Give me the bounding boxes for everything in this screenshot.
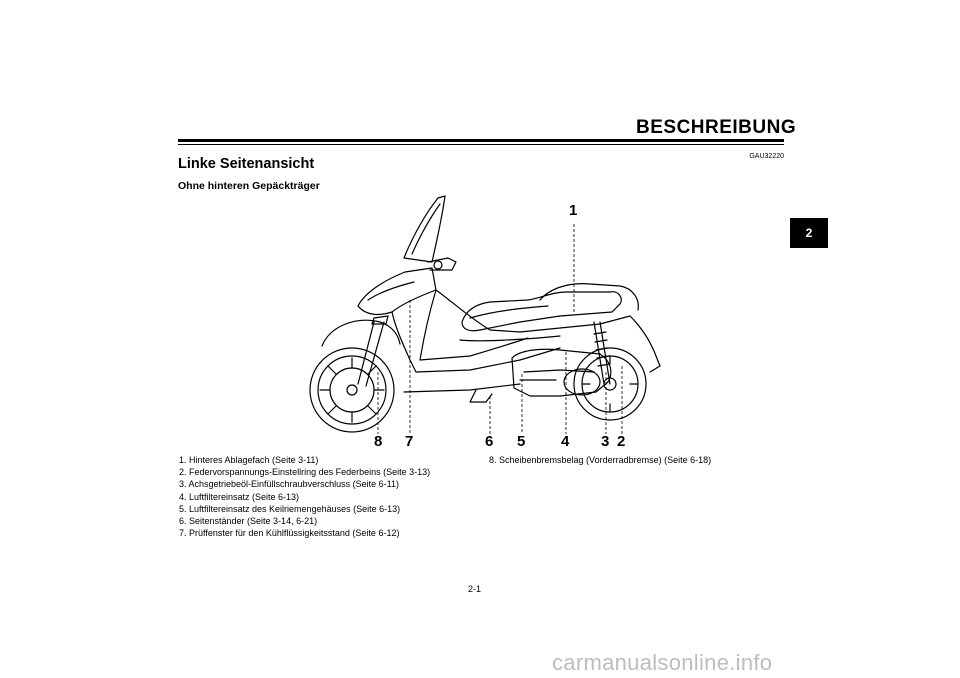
callout-1: 1 xyxy=(569,202,578,219)
header-rule-thin xyxy=(178,144,784,145)
legend-item: 8. Scheibenbremsbelag (Vorderradbremse) … xyxy=(489,455,712,465)
footer-watermark-url: carmanualsonline.info xyxy=(552,650,773,675)
section-title: Linke Seitenansicht xyxy=(178,156,315,172)
callout-3: 3 xyxy=(601,433,610,450)
page-header-title: BESCHREIBUNG xyxy=(636,117,797,138)
document-code: GAU32220 xyxy=(749,153,784,160)
callout-7: 7 xyxy=(405,433,414,450)
legend-item: 4. Luftfiltereinsatz (Seite 6-13) xyxy=(179,491,300,502)
legend-item: 2. Federvorspannungs-Einstellring des Fe… xyxy=(179,467,431,478)
legend-item: 7. Prüffenster für den Kühlflüssigkeitss… xyxy=(179,528,400,539)
callout-6: 6 xyxy=(485,433,494,450)
legend-right-column: 8. Scheibenbremsbelag (Vorderradbremse) … xyxy=(489,454,711,466)
scooter-illustration xyxy=(309,195,661,434)
header-rule-thick xyxy=(178,139,784,142)
legend-item: 6. Seitenständer (Seite 3-14, 6-21) xyxy=(179,516,318,527)
legend-item: 3. Achsgetriebeöl-Einfüllschraubverschlu… xyxy=(179,479,399,490)
callout-8: 8 xyxy=(374,433,383,450)
subsection-title: Ohne hinteren Gepäckträger xyxy=(178,180,320,192)
legend-item: 1. Hinteres Ablagefach (Seite 3-11) xyxy=(179,455,319,465)
callout-2: 2 xyxy=(617,433,626,450)
legend-left-column: 1. Hinteres Ablagefach (Seite 3-11) 2. F… xyxy=(179,454,430,539)
chapter-tab: 2 xyxy=(790,218,828,248)
callout-4: 4 xyxy=(561,433,570,450)
legend-item: 5. Luftfiltereinsatz des Keilriemengehäu… xyxy=(179,503,401,514)
callout-5: 5 xyxy=(517,433,526,450)
page-number: 2-1 xyxy=(468,584,482,594)
